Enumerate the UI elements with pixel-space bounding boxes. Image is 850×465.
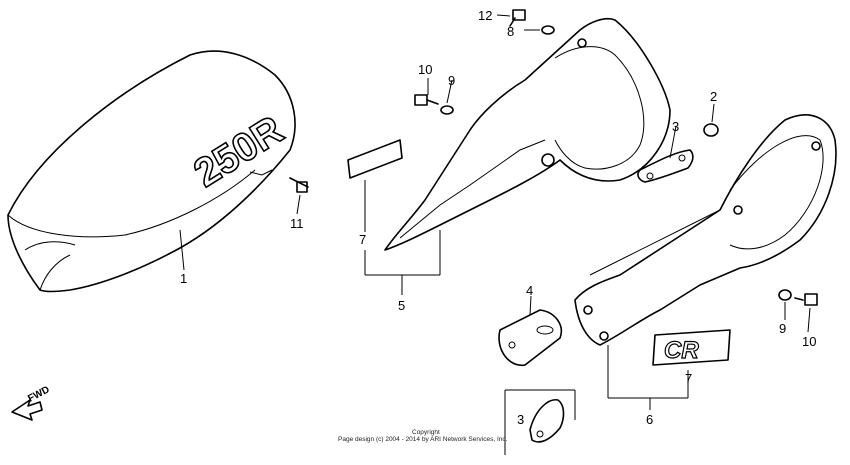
bolt-11 (289, 177, 309, 193)
strap-3-top (637, 149, 694, 183)
callout-3-bottom: 3 (517, 412, 524, 427)
callout-2: 2 (710, 89, 717, 104)
callout-9-right: 9 (779, 321, 786, 336)
seat: 250R (7, 50, 296, 293)
left-side-cover (384, 17, 671, 251)
washer-9-left (440, 105, 454, 115)
clamp-3-bottom (504, 389, 576, 455)
bolt-10-right (794, 293, 818, 306)
callout-10-left: 10 (418, 62, 432, 77)
callout-8: 8 (507, 24, 514, 39)
sticker-7-cr: CR (652, 329, 731, 366)
callout-1: 1 (180, 271, 187, 286)
nut-2 (703, 123, 719, 137)
callout-5: 5 (398, 298, 405, 313)
bracket-4 (498, 309, 562, 366)
copyright-line-1: Copyright (412, 429, 440, 436)
callout-7-right: 7 (685, 371, 692, 386)
callout-10-right: 10 (802, 334, 816, 349)
callout-9-left: 9 (448, 73, 455, 88)
callout-4: 4 (526, 283, 533, 298)
right-side-cover (574, 114, 837, 346)
callout-12: 12 (478, 8, 492, 23)
washer-8 (541, 25, 555, 35)
callout-3-top: 3 (672, 119, 679, 134)
bolt-10-left (414, 94, 439, 106)
bolt-12 (509, 9, 526, 27)
callout-6: 6 (646, 412, 653, 427)
sticker-7-left (347, 139, 403, 179)
copyright-line-2: Page design (c) 2004 - 2014 by ARI Netwo… (338, 436, 508, 443)
fwd-indicator: FWD (11, 384, 52, 421)
callout-11: 11 (290, 216, 304, 231)
washer-9-right (778, 289, 792, 301)
callout-7-left: 7 (359, 232, 366, 247)
cr-decal: CR (664, 337, 699, 364)
